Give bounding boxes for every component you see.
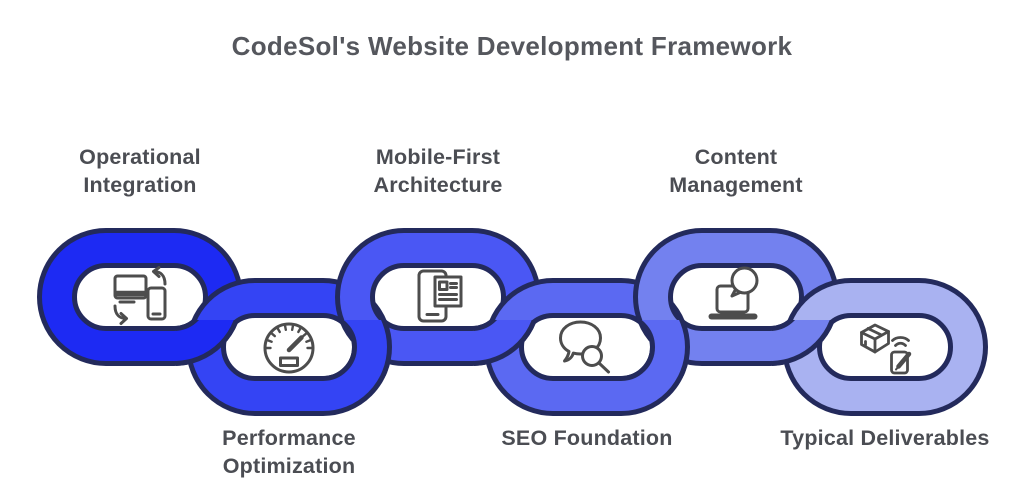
package-delivery-icon xyxy=(853,315,917,379)
label-performance-optimization: Performance Optimization xyxy=(222,426,356,479)
chain-weave-patch xyxy=(325,320,392,376)
devices-sync-icon xyxy=(108,265,172,329)
chat-search-icon xyxy=(555,315,619,379)
label-seo-foundation: SEO Foundation xyxy=(501,426,673,450)
label-mobile-first-architecture: Mobile-First Architecture xyxy=(373,145,503,198)
chain-weave-patch xyxy=(623,320,690,376)
label-operational-integration: Operational Integration xyxy=(79,145,201,198)
mobile-document-icon xyxy=(406,265,470,329)
label-content-management: Content Management xyxy=(669,145,803,198)
page-title: CodeSol's Website Development Framework xyxy=(231,31,793,61)
label-typical-deliverables: Typical Deliverables xyxy=(780,426,990,450)
speedometer-icon xyxy=(257,315,321,379)
laptop-chat-icon xyxy=(704,265,768,329)
